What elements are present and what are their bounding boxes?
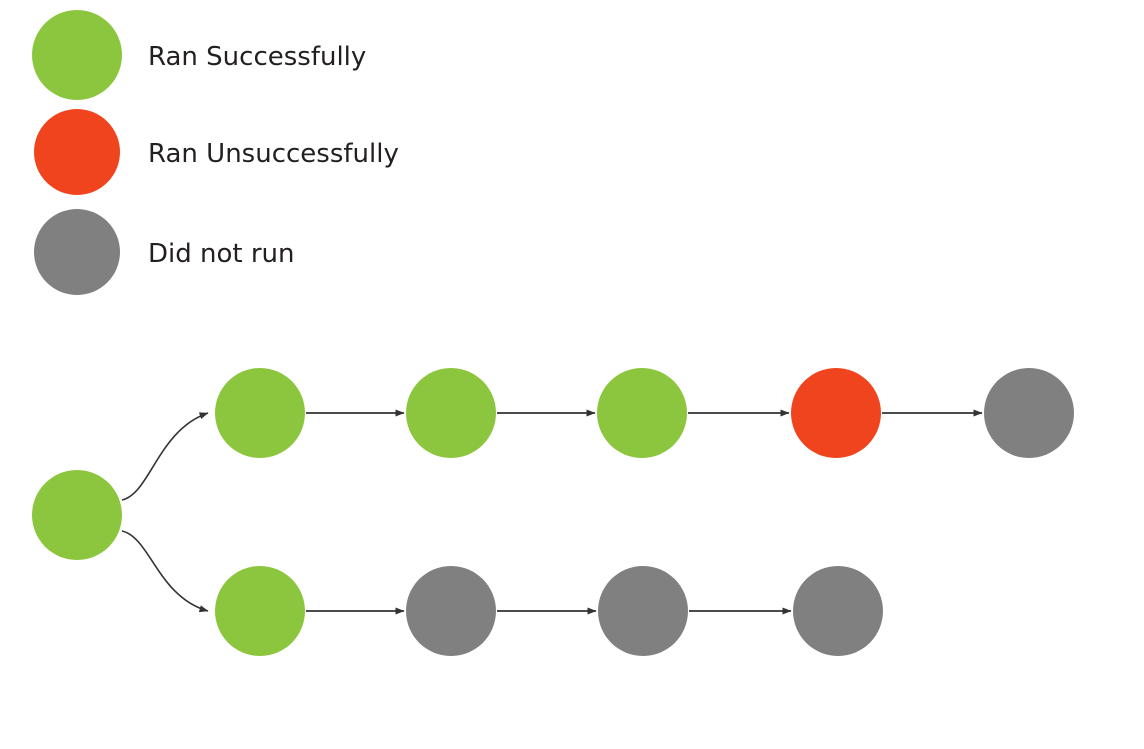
graph-node-bottom-4[interactable] — [793, 566, 883, 656]
legend-swatch-success — [32, 10, 122, 100]
graph-node-top-1[interactable] — [215, 368, 305, 458]
edge-root-to-top — [121, 412, 209, 501]
legend-swatch-failure — [34, 109, 120, 195]
graph-node-bottom-3[interactable] — [598, 566, 688, 656]
legend-swatch-skipped — [34, 209, 120, 295]
graph-node-top-2[interactable] — [406, 368, 496, 458]
graph-node-top-3[interactable] — [597, 368, 687, 458]
edge-root-to-bottom — [121, 530, 209, 613]
graph-edges — [121, 409, 983, 615]
graph-node-bottom-2[interactable] — [406, 566, 496, 656]
graph-node-root[interactable] — [32, 470, 122, 560]
graph-nodes — [32, 368, 1074, 656]
legend-label-failure: Ran Unsuccessfully — [148, 139, 399, 169]
graph-node-top-4[interactable] — [791, 368, 881, 458]
graph-node-bottom-1[interactable] — [215, 566, 305, 656]
legend-label-success: Ran Successfully — [148, 42, 366, 72]
graph-node-top-5[interactable] — [984, 368, 1074, 458]
legend-label-skipped: Did not run — [148, 239, 295, 269]
